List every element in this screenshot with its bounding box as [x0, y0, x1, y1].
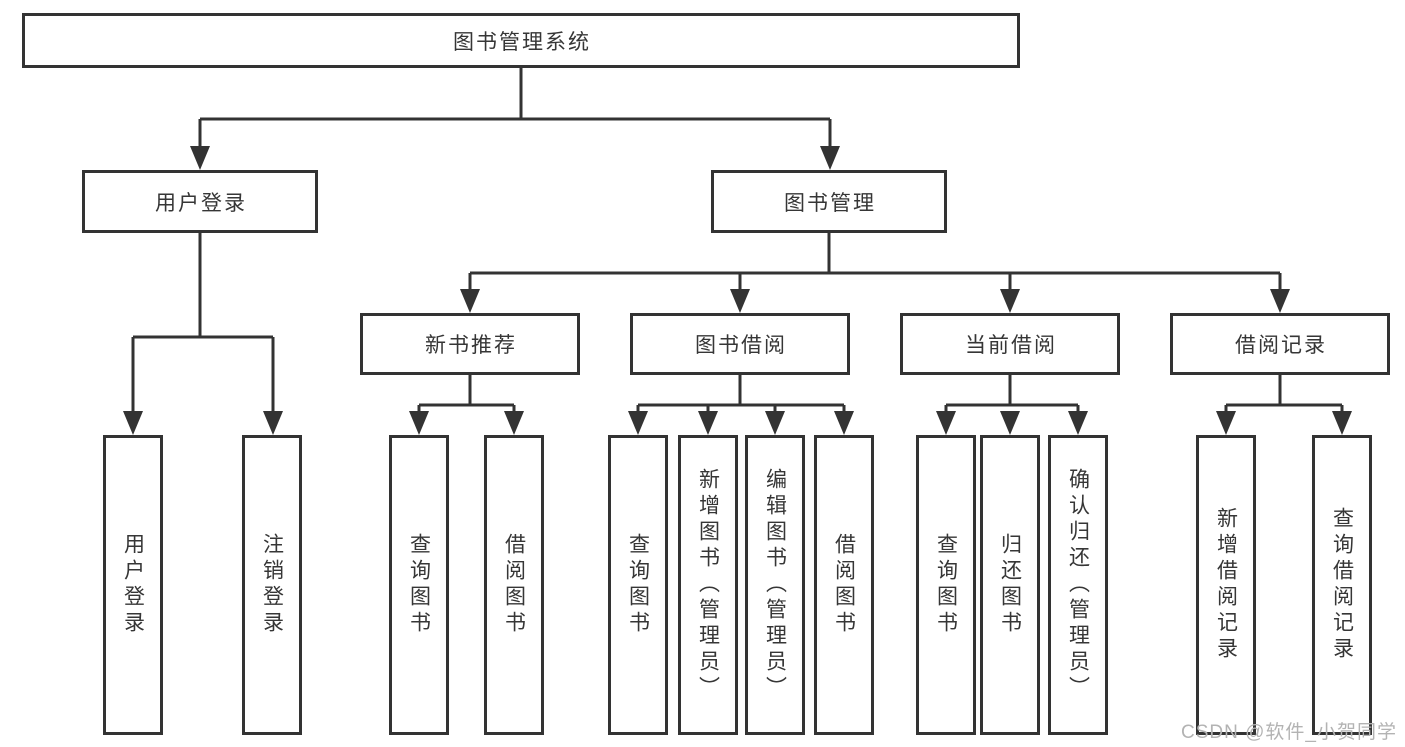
- leaf-add-books-admin-label: 新增图书（管理员）: [696, 468, 720, 702]
- leaf-add-borrow-record: 新增借阅记录: [1196, 435, 1256, 735]
- node-book-borrow: 图书借阅: [630, 313, 850, 375]
- leaf-logout: 注销登录: [242, 435, 302, 735]
- leaf-edit-books-admin: 编辑图书（管理员）: [745, 435, 805, 735]
- node-user-login: 用户登录: [82, 170, 318, 233]
- leaf-query-books-borrow-label: 查询图书: [626, 533, 650, 637]
- leaf-confirm-return-admin-label: 确认归还（管理员）: [1066, 468, 1090, 702]
- leaf-borrow-books-label: 借阅图书: [832, 533, 856, 637]
- leaf-query-books-recommend-label: 查询图书: [407, 533, 431, 637]
- leaf-return-books: 归还图书: [980, 435, 1040, 735]
- leaf-query-books-recommend: 查询图书: [389, 435, 449, 735]
- node-root-system: 图书管理系统: [22, 13, 1020, 68]
- leaf-user-login-label: 用户登录: [121, 533, 145, 637]
- node-current-borrow: 当前借阅: [900, 313, 1120, 375]
- arrowheads: [123, 146, 1352, 435]
- leaf-query-borrow-record-label: 查询借阅记录: [1330, 507, 1354, 663]
- leaf-query-books-borrow: 查询图书: [608, 435, 668, 735]
- node-new-book-recommend: 新书推荐: [360, 313, 580, 375]
- leaf-user-login: 用户登录: [103, 435, 163, 735]
- node-current-borrow-label: 当前借阅: [965, 334, 1057, 357]
- leaf-borrow-books: 借阅图书: [814, 435, 874, 735]
- leaf-return-books-label: 归还图书: [998, 533, 1022, 637]
- leaf-add-books-admin: 新增图书（管理员）: [678, 435, 738, 735]
- leaf-add-borrow-record-label: 新增借阅记录: [1214, 507, 1238, 663]
- node-book-management-label: 图书管理: [784, 191, 876, 215]
- node-new-book-recommend-label: 新书推荐: [425, 334, 517, 357]
- leaf-borrow-books-recommend: 借阅图书: [484, 435, 544, 735]
- node-book-borrow-label: 图书借阅: [695, 334, 787, 357]
- leaf-logout-label: 注销登录: [260, 533, 284, 637]
- leaf-query-books-current-label: 查询图书: [934, 533, 958, 637]
- leaf-confirm-return-admin: 确认归还（管理员）: [1048, 435, 1108, 735]
- csdn-watermark: CSDN @软件_小贺同学: [1181, 722, 1397, 743]
- node-user-login-label: 用户登录: [155, 191, 247, 215]
- leaf-query-books-current: 查询图书: [916, 435, 976, 735]
- leaf-edit-books-admin-label: 编辑图书（管理员）: [763, 468, 787, 702]
- node-borrow-records-label: 借阅记录: [1235, 334, 1327, 357]
- leaf-borrow-books-recommend-label: 借阅图书: [502, 533, 526, 637]
- node-root-label: 图书管理系统: [453, 30, 591, 54]
- leaf-query-borrow-record: 查询借阅记录: [1312, 435, 1372, 735]
- node-book-management: 图书管理: [711, 170, 947, 233]
- node-borrow-records: 借阅记录: [1170, 313, 1390, 375]
